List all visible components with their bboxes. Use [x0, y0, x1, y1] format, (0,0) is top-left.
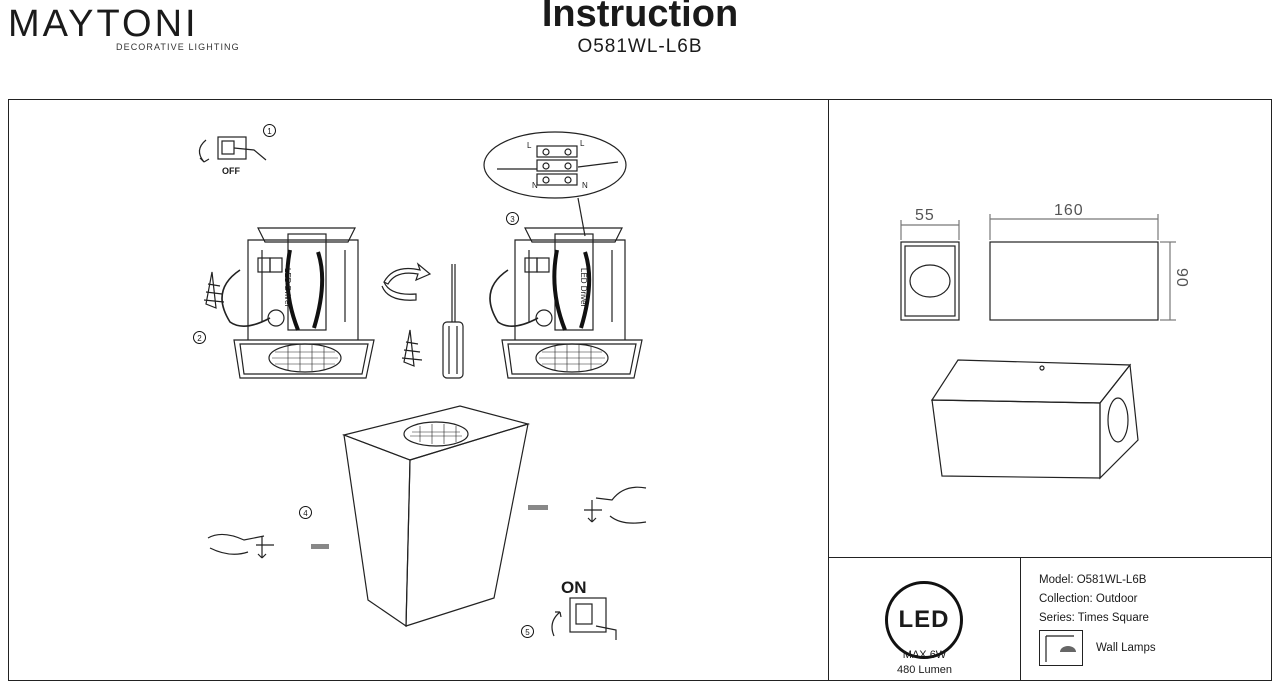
- lamp-body-isometric: [341, 405, 531, 628]
- wall-lamp-icon: [1045, 635, 1076, 662]
- led-spec-block: LED MAX 6W 480 Lumen: [829, 558, 1020, 680]
- terminal-label: N: [532, 181, 538, 190]
- front-view-drawing: [900, 220, 960, 321]
- max-power: MAX 6W: [902, 649, 947, 661]
- hand-icon-left: [207, 533, 265, 555]
- driver-label: LED Driver: [283, 268, 292, 308]
- screwdriver-icon: [442, 264, 464, 379]
- dimension-width: 55: [915, 207, 935, 224]
- led-badge: LED: [885, 581, 963, 659]
- housing-open-right: [489, 227, 643, 379]
- hand-icon-right: [595, 486, 647, 524]
- logo-wordmark: MAYTONI: [8, 3, 199, 45]
- divider-vertical: [828, 99, 829, 681]
- product-type: Wall Lamps: [1096, 642, 1156, 654]
- terminal-label: L: [527, 141, 532, 150]
- switch-on-icon: [551, 597, 617, 640]
- info-model: Model: O581WL-L6B: [1039, 574, 1147, 586]
- dimension-height: 90: [1173, 268, 1190, 288]
- step-number: 5: [521, 625, 534, 638]
- step-number: 2: [193, 331, 206, 344]
- off-label: OFF: [222, 166, 240, 176]
- housing-open-left: [221, 227, 375, 379]
- page-title: Instruction: [541, 0, 739, 35]
- product-info: Model: O581WL-L6B Collection: Outdoor Se…: [1039, 571, 1149, 628]
- screw-icon-mid: [401, 329, 423, 367]
- divider-horizontal: [828, 557, 1272, 558]
- on-label: ON: [561, 578, 587, 597]
- info-collection: Collection: Outdoor: [1039, 593, 1138, 605]
- info-series: Series: Times Square: [1039, 612, 1149, 624]
- model-code: O581WL-L6B: [577, 36, 703, 57]
- terminal-label: L: [580, 139, 585, 148]
- step-number: 3: [506, 212, 519, 225]
- isometric-view-drawing: [930, 359, 1139, 480]
- step-number: 1: [263, 124, 276, 137]
- driver-label: LED Driver: [579, 268, 588, 308]
- logo-tagline: DECORATIVE LIGHTING: [116, 42, 240, 52]
- document-frame: [8, 99, 1272, 681]
- type-icon-box: [1039, 630, 1083, 666]
- step-number: 4: [299, 506, 312, 519]
- brand-logo: MAYTONI DECORATIVE LIGHTING: [8, 2, 240, 54]
- switch-off-icon: [198, 136, 267, 163]
- title-block: Instruction O581WL-L6B: [490, 0, 790, 58]
- lumen-output: 480 Lumen: [896, 664, 953, 676]
- dimension-length: 160: [1054, 202, 1084, 219]
- divider-spec: [1020, 557, 1021, 681]
- terminal-zoom: [483, 131, 627, 199]
- terminal-label: N: [582, 181, 588, 190]
- screw-icon-left: [203, 271, 225, 309]
- side-view-drawing: [989, 214, 1176, 321]
